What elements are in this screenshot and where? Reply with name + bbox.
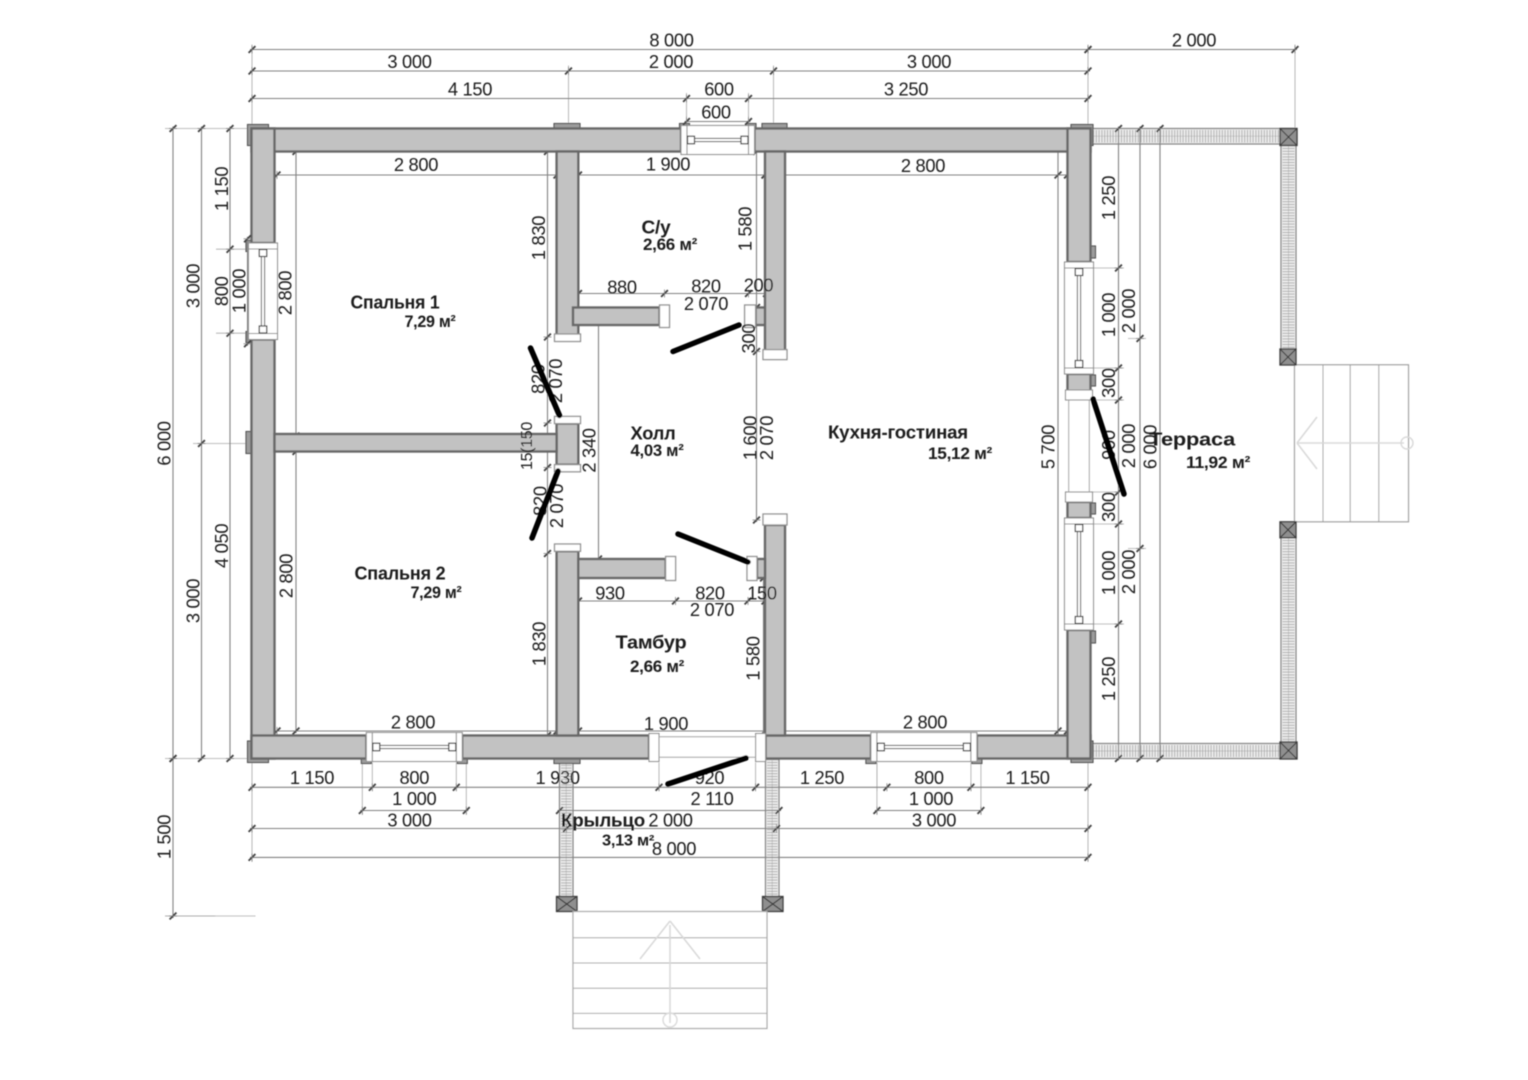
svg-text:880: 880 (607, 277, 637, 298)
svg-text:1 830: 1 830 (528, 216, 549, 260)
svg-text:3 000: 3 000 (387, 810, 431, 831)
svg-text:1 000: 1 000 (1098, 551, 1119, 595)
svg-text:300: 300 (1098, 492, 1119, 522)
svg-text:15,12 м²: 15,12 м² (928, 445, 993, 463)
svg-text:800: 800 (211, 276, 232, 306)
svg-text:820: 820 (691, 276, 721, 297)
svg-text:1 000: 1 000 (229, 269, 250, 313)
svg-text:600: 600 (704, 79, 734, 100)
svg-text:2,66 м²: 2,66 м² (643, 236, 698, 254)
svg-text:2 800: 2 800 (275, 271, 296, 315)
svg-text:3,13 м²: 3,13 м² (602, 833, 654, 850)
svg-text:2 000: 2 000 (1118, 424, 1139, 468)
svg-text:11,92 м²: 11,92 м² (1186, 454, 1251, 472)
svg-text:2 800: 2 800 (903, 712, 947, 733)
svg-text:1 900: 1 900 (644, 713, 688, 734)
svg-text:1 250: 1 250 (1098, 657, 1119, 701)
svg-text:3 000: 3 000 (183, 264, 204, 308)
svg-text:2 070: 2 070 (684, 293, 728, 314)
svg-text:1 000: 1 000 (1098, 293, 1119, 337)
svg-text:930: 930 (595, 583, 625, 604)
svg-text:2 070: 2 070 (756, 416, 777, 460)
svg-text:2 000: 2 000 (648, 810, 692, 831)
svg-text:1 250: 1 250 (800, 767, 844, 788)
svg-text:8 000: 8 000 (652, 838, 696, 859)
svg-text:300: 300 (738, 324, 759, 354)
svg-text:2,66 м²: 2,66 м² (630, 658, 685, 676)
svg-text:1 000: 1 000 (392, 788, 436, 809)
svg-text:2 800: 2 800 (901, 155, 945, 176)
svg-text:800: 800 (914, 767, 944, 788)
svg-text:Кухня-гостиная: Кухня-гостиная (828, 422, 968, 443)
svg-text:1 150: 1 150 (290, 767, 334, 788)
svg-text:1 930: 1 930 (535, 767, 579, 788)
svg-text:Спальня 2: Спальня 2 (355, 563, 446, 584)
svg-text:1 830: 1 830 (529, 622, 550, 666)
svg-text:1 580: 1 580 (735, 207, 756, 251)
svg-text:2 070: 2 070 (690, 599, 734, 620)
svg-text:2 000: 2 000 (649, 51, 693, 72)
svg-text:2 000: 2 000 (1118, 289, 1139, 333)
svg-text:4 150: 4 150 (448, 79, 492, 100)
svg-text:5 700: 5 700 (1038, 425, 1059, 469)
svg-text:Холл: Холл (631, 423, 676, 444)
svg-text:Спальня 1: Спальня 1 (351, 292, 440, 313)
svg-text:7,29 м²: 7,29 м² (411, 584, 463, 602)
svg-text:Тамбур: Тамбур (616, 632, 687, 653)
svg-text:1 600: 1 600 (740, 416, 761, 460)
svg-text:6 000: 6 000 (1140, 425, 1161, 469)
svg-text:3 000: 3 000 (907, 51, 951, 72)
svg-text:2 800: 2 800 (391, 712, 435, 733)
svg-text:1 500: 1 500 (154, 815, 175, 859)
svg-text:2 000: 2 000 (1118, 550, 1139, 594)
svg-text:1 150: 1 150 (211, 167, 232, 211)
svg-text:200: 200 (744, 275, 774, 296)
svg-text:800: 800 (399, 767, 429, 788)
svg-text:8 000: 8 000 (649, 30, 693, 51)
svg-text:300: 300 (1098, 368, 1119, 398)
svg-text:С/у: С/у (642, 217, 672, 238)
svg-text:4,03 м²: 4,03 м² (631, 442, 685, 460)
svg-text:1 250: 1 250 (1098, 176, 1119, 220)
svg-text:1 150: 1 150 (1005, 767, 1049, 788)
svg-text:6 000: 6 000 (154, 421, 175, 465)
svg-text:1 580: 1 580 (743, 636, 764, 680)
svg-text:600: 600 (701, 102, 731, 123)
svg-text:3 250: 3 250 (884, 79, 928, 100)
svg-text:820: 820 (695, 583, 725, 604)
svg-text:Терраса: Терраса (1149, 429, 1236, 450)
svg-text:2 800: 2 800 (394, 154, 438, 175)
svg-text:3 000: 3 000 (912, 810, 956, 831)
svg-text:2 070: 2 070 (545, 359, 566, 403)
svg-text:7,29 м²: 7,29 м² (405, 313, 457, 331)
svg-text:4 050: 4 050 (211, 524, 232, 568)
svg-text:3 000: 3 000 (183, 579, 204, 623)
svg-text:150: 150 (747, 583, 777, 604)
svg-text:2 800: 2 800 (276, 554, 297, 598)
svg-text:2 110: 2 110 (691, 788, 734, 809)
svg-text:2 340: 2 340 (579, 428, 600, 472)
svg-text:1 000: 1 000 (909, 788, 953, 809)
svg-text:Крыльцо: Крыльцо (561, 810, 645, 831)
svg-text:15(150: 15(150 (519, 422, 536, 470)
svg-text:3 000: 3 000 (387, 51, 431, 72)
svg-text:2 000: 2 000 (1172, 30, 1216, 51)
svg-text:1 900: 1 900 (646, 154, 690, 175)
